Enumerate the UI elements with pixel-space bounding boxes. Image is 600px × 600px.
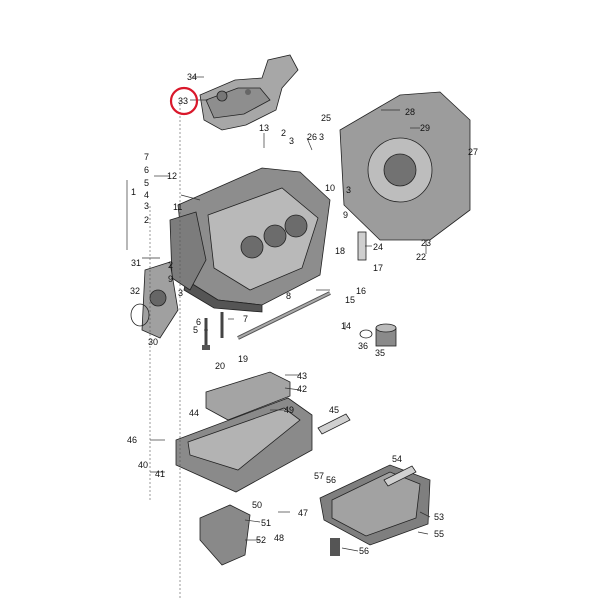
callout-24[interactable]: 24 [373,242,383,252]
part-51-oil-strainer[interactable] [199,504,251,566]
callout-22[interactable]: 22 [416,252,426,262]
part-30-seal-plate[interactable] [141,261,179,339]
callout-7a[interactable]: 7 [144,152,149,162]
callout-26[interactable]: 26 [307,132,317,142]
callout-47[interactable]: 47 [298,508,308,518]
callout-9[interactable]: 9 [343,210,348,220]
part-35-oil-pump[interactable] [375,323,397,347]
callout-54[interactable]: 54 [392,454,402,464]
callout-42[interactable]: 42 [297,384,307,394]
callout-46[interactable]: 46 [127,435,137,445]
callout-40[interactable]: 40 [138,460,148,470]
callout-53[interactable]: 53 [434,512,444,522]
callout-3d[interactable]: 3 [346,185,351,195]
callout-28[interactable]: 28 [405,107,415,117]
callout-4[interactable]: 4 [144,190,149,200]
callout-8[interactable]: 8 [286,291,291,301]
part-engine-block[interactable] [169,167,331,313]
callout-3b[interactable]: 3 [319,132,324,142]
callout-15[interactable]: 15 [345,295,355,305]
callout-19[interactable]: 19 [238,354,248,364]
callout-50[interactable]: 50 [252,500,262,510]
callout-52[interactable]: 52 [256,535,266,545]
callout-51[interactable]: 51 [261,518,271,528]
callout-2a[interactable]: 2 [281,128,286,138]
callout-3c[interactable]: 3 [144,201,149,211]
callout-29[interactable]: 29 [420,123,430,133]
highlight-ring-33 [169,86,199,116]
part-56-drain-plug[interactable] [330,538,340,556]
callout-43[interactable]: 43 [297,371,307,381]
part-36-oring[interactable] [359,329,373,339]
callout-17[interactable]: 17 [373,263,383,273]
callout-18[interactable]: 18 [335,246,345,256]
part-24-sealant-strip[interactable] [357,231,367,261]
callout-7b[interactable]: 7 [243,314,248,324]
callout-27[interactable]: 27 [468,147,478,157]
callout-25[interactable]: 25 [321,113,331,123]
callout-48[interactable]: 48 [274,533,284,543]
callout-31[interactable]: 31 [131,258,141,268]
callout-2b[interactable]: 2 [144,215,149,225]
part-bolts-5-6[interactable] [202,312,224,350]
part-14-intermediate-shaft[interactable] [237,291,331,340]
callout-16[interactable]: 16 [356,286,366,296]
callout-57[interactable]: 57 [314,471,324,481]
callout-5b[interactable]: 5 [193,325,198,335]
part-23-bell-housing[interactable] [339,91,471,241]
part-42-baffle-plate[interactable] [205,371,291,421]
part-54-sealant-tube[interactable] [383,465,417,487]
callout-3a[interactable]: 3 [289,136,294,146]
callout-45[interactable]: 45 [329,405,339,415]
callout-1a[interactable]: 1 [131,187,136,197]
callout-56b[interactable]: 56 [359,546,369,556]
callout-35[interactable]: 35 [375,348,385,358]
part-32-seal-ring[interactable] [130,303,150,327]
callout-20[interactable]: 20 [215,361,225,371]
callout-34[interactable]: 34 [187,72,197,82]
callout-55[interactable]: 55 [434,529,444,539]
callout-49[interactable]: 49 [284,405,294,415]
part-40-sump-upper-section[interactable] [175,397,313,493]
callout-5a[interactable]: 5 [144,178,149,188]
callout-23[interactable]: 23 [421,238,431,248]
part-33-timing-cover[interactable] [199,54,299,131]
callout-9b[interactable]: 9 [168,274,173,284]
callout-30[interactable]: 30 [148,337,158,347]
leader-lines [126,76,431,600]
callout-44[interactable]: 44 [189,408,199,418]
callout-2c[interactable]: 2 [168,260,173,270]
callout-56a[interactable]: 56 [326,475,336,485]
callout-10[interactable]: 10 [325,183,335,193]
callout-11[interactable]: 11 [173,202,182,212]
callout-41[interactable]: 41 [155,469,165,479]
callout-36[interactable]: 36 [358,341,368,351]
callout-3e[interactable]: 3 [178,288,183,298]
callout-6b[interactable]: 6 [196,317,201,327]
callout-14[interactable]: 14 [341,321,351,331]
callout-13[interactable]: 13 [259,123,269,133]
part-45-sealant-tube[interactable] [317,413,351,435]
callout-32[interactable]: 32 [130,286,140,296]
callout-6a[interactable]: 6 [144,165,149,175]
part-53-oil-pan[interactable] [319,464,431,546]
callout-12[interactable]: 12 [167,171,177,181]
callout-33[interactable]: 33 [178,96,188,106]
callout-labels: 34 33 13 2 3 25 26 3 28 29 27 7 6 5 1 4 … [127,72,478,556]
